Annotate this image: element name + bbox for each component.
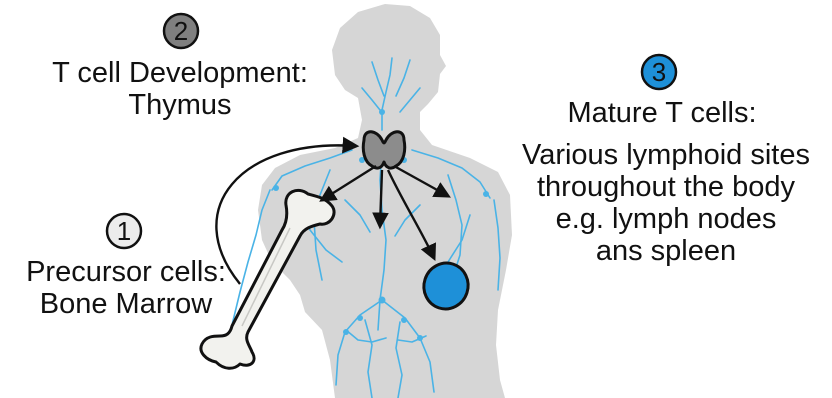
stage-1-number: 1 [117, 216, 131, 246]
stage-3-title: Mature T cells: [567, 97, 756, 129]
stage-1-location: Bone Marrow [40, 288, 214, 320]
stage-3-line-1: Various lymphoid sites [522, 139, 810, 171]
stage-2-label-group: 2 T cell Development: Thymus [52, 14, 308, 121]
stage-3-number: 3 [652, 57, 666, 87]
stage-2-number: 2 [174, 16, 188, 46]
stage-3-line-2: throughout the body [537, 171, 795, 203]
stage-1-title: Precursor cells: [26, 256, 226, 288]
stage-2-title: T cell Development: [52, 57, 308, 89]
stage-2-location: Thymus [128, 89, 231, 121]
stage-3-label-group: 3 Mature T cells: Various lymphoid sites… [522, 55, 810, 267]
stage-3-line-3: e.g. lymph nodes [556, 203, 777, 235]
stage-3-line-4: ans spleen [596, 235, 736, 267]
stage-1-label-group: 1 Precursor cells: Bone Marrow [26, 214, 226, 320]
